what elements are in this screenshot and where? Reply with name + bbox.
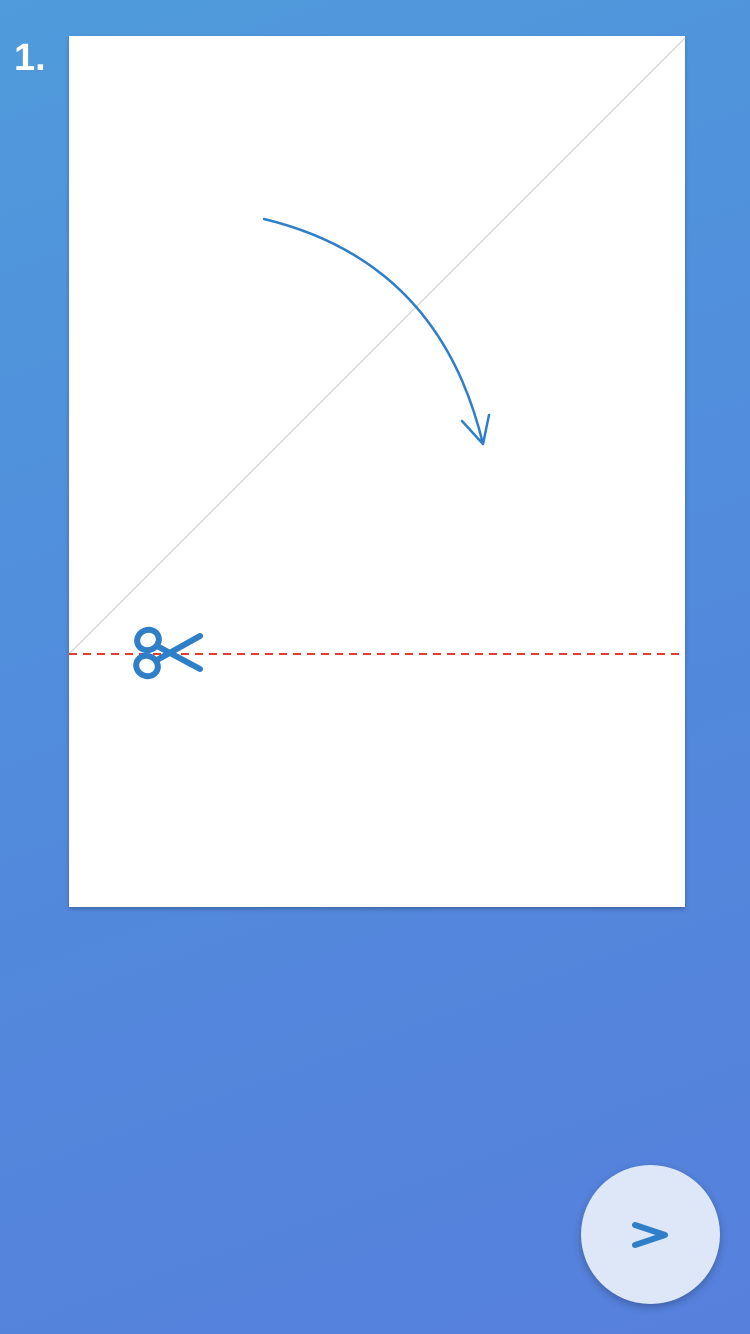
next-button[interactable]: [581, 1165, 720, 1304]
folding-diagram: [68, 37, 686, 680]
fold-line: [68, 37, 686, 655]
step-number: 1.: [14, 37, 46, 79]
curved-arrow-icon: [262, 217, 491, 446]
paper-sheet: [68, 36, 686, 907]
chevron-right-icon: [631, 1221, 668, 1248]
scissors-icon: [133, 626, 203, 680]
